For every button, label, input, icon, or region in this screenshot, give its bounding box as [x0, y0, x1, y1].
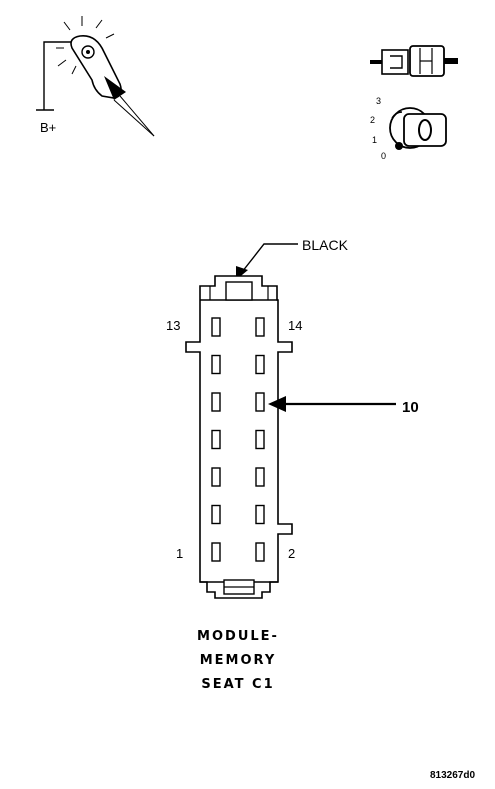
- pin-label-top-left: 13: [166, 318, 180, 333]
- cavity-right-6: [255, 504, 265, 525]
- supply-label: B+: [40, 120, 56, 135]
- cavity-left-6: [211, 504, 221, 525]
- pin-callout-arrow: [268, 396, 396, 412]
- ignition-position-2: 2: [370, 115, 375, 125]
- cavity-left-2: [211, 354, 221, 375]
- connector-color-label: BLACK: [302, 237, 349, 253]
- ignition-position-1: 1: [372, 135, 377, 145]
- ignition-position-0: 0: [381, 151, 386, 161]
- connector-name-line-3: SEAT C1: [201, 677, 274, 692]
- connector-name-line-2: MEMORY: [200, 653, 277, 668]
- connector-disconnect-icon: [370, 45, 458, 77]
- test-light-icon: [36, 16, 155, 137]
- connector-name-line-1: MODULE-: [197, 629, 279, 644]
- cavity-right-5: [255, 467, 265, 487]
- ignition-position-3: 3: [376, 96, 381, 106]
- cavity-right-2: [255, 354, 265, 375]
- cavity-left-7: [211, 542, 221, 562]
- connector-body: [185, 275, 293, 599]
- pin-label-bottom-right: 2: [288, 546, 295, 561]
- cavity-left-4: [211, 429, 221, 450]
- cavity-right-7: [255, 542, 265, 562]
- figure-id: 813267d0: [430, 770, 475, 781]
- cavity-left-1: [211, 317, 221, 337]
- color-leader-arrow: [236, 243, 298, 280]
- cavity-left-5: [211, 467, 221, 487]
- cavity-left-3: [211, 392, 221, 412]
- ignition-key-icon: [389, 107, 447, 150]
- cavity-right-4: [255, 429, 265, 450]
- cavity-right-1: [255, 317, 265, 337]
- callout-pin-number: 10: [402, 399, 419, 416]
- pin-label-top-right: 14: [288, 318, 302, 333]
- pin-label-bottom-left: 1: [176, 546, 183, 561]
- cavity-right-3: [255, 392, 265, 412]
- connector-cavities: [211, 317, 265, 562]
